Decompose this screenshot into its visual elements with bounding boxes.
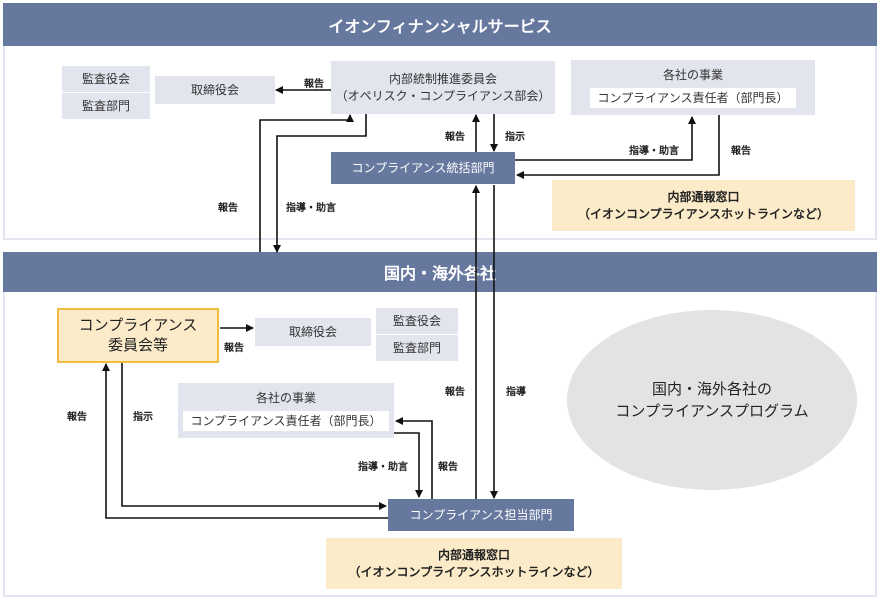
group-compliance-committee: コンプライアンス 委員会等 [57, 308, 219, 363]
arrow-business-report-dept [516, 115, 720, 179]
label-report-group-dept-committee: 報告 [67, 412, 87, 423]
aeon-audit-dept: 監査部門 [62, 93, 150, 119]
aeon-committee-line1: 内部統制推進委員会 [388, 71, 497, 86]
aeon-committee-line2: （オペリスク・コンプライアンス部会） [335, 88, 551, 103]
group-business-officer: コンプライアンス責任者（部門長） [182, 410, 390, 432]
program-line2: コンプライアンスプログラム [615, 402, 809, 420]
label-instruct-committee: 指示 [505, 132, 525, 143]
aeon-header: イオンフィナンシャルサービス [3, 3, 877, 46]
aeon-board: 取締役会 [155, 76, 275, 104]
group-compliance-dept: コンプライアンス担当部門 [388, 499, 574, 531]
label-guidance-group-dept-business: 指導・助言 [358, 462, 408, 473]
label-report-group-business-dept: 報告 [438, 462, 458, 473]
label-report-group-committee-board: 報告 [224, 343, 244, 354]
arrow-dept-guidance-business [515, 116, 696, 161]
aeon-hotline-line1: 内部通報窓口 [667, 189, 740, 204]
group-committee-line2: 委員会等 [107, 335, 168, 354]
group-audit-board: 監査役会 [376, 308, 458, 334]
aeon-business: 各社の事業 コンプライアンス責任者（部門長） [571, 60, 815, 115]
group-business: 各社の事業 コンプライアンス責任者（部門長） [178, 383, 394, 438]
label-report-group-dept-up: 報告 [445, 387, 465, 398]
label-report-business-dept: 報告 [731, 146, 751, 157]
aeon-compliance-dept: コンプライアンス統括部門 [331, 152, 515, 184]
label-guidance-aeon-down: 指導・助言 [286, 203, 336, 214]
arrow-group-report-committee [102, 363, 388, 519]
arrow-group-business-report [394, 432, 423, 498]
group-board: 取締役会 [255, 318, 371, 346]
group-committee-line1: コンプライアンス [78, 316, 198, 334]
aeon-business-officer: コンプライアンス責任者（部門長） [589, 87, 797, 109]
group-hotline: 内部通報窓口 （イオンコンプライアンスホットラインなど） [326, 538, 622, 589]
label-report-dept-up: 報告 [445, 132, 465, 143]
arrow-group-guidance-business [395, 417, 433, 499]
aeon-hotline: 内部通報窓口 （イオンコンプライアンスホットラインなど） [552, 180, 855, 231]
label-guidance-dept-business: 指導・助言 [629, 146, 679, 157]
group-hotline-line2: （イオンコンプライアンスホットラインなど） [348, 564, 600, 579]
aeon-business-title: 各社の事業 [662, 67, 723, 82]
aeon-internal-control-committee: 内部統制推進委員会 （オペリスク・コンプライアンス部会） [331, 61, 555, 114]
aeon-audit-board: 監査役会 [62, 66, 150, 92]
label-guide-aeon-dept-down: 指導 [506, 387, 526, 398]
program-line1: 国内・海外各社の [651, 379, 772, 398]
arrow-group-instruct-dept [121, 363, 387, 510]
group-hotline-line1: 内部通報窓口 [437, 547, 510, 562]
arrow-group-report-up [259, 114, 354, 252]
group-business-title: 各社の事業 [255, 390, 316, 405]
group-audit-dept: 監査部門 [376, 335, 458, 361]
group-compliance-program: 国内・海外各社の コンプライアンスプログラム [567, 310, 857, 490]
label-instruct-group-committee: 指示 [133, 412, 153, 423]
aeon-hotline-line2: （イオンコンプライアンスホットラインなど） [578, 206, 829, 221]
label-report-group-up: 報告 [218, 203, 238, 214]
group-header: 国内・海外各社 [3, 252, 877, 292]
arrow-aeon-guidance-down [273, 114, 367, 253]
label-report-committee-board: 報告 [304, 79, 324, 90]
